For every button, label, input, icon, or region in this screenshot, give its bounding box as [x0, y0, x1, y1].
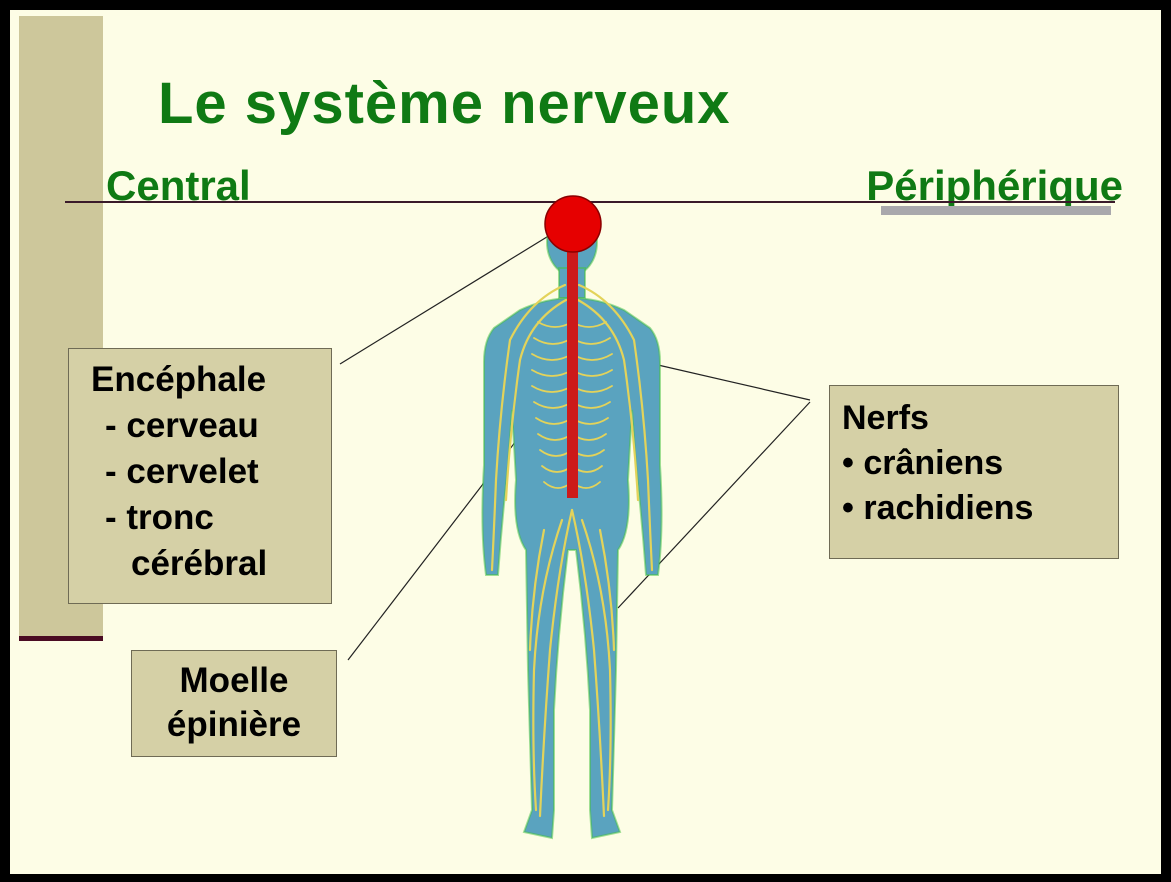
- encephale-item-tronc: - tronc: [91, 495, 331, 541]
- encephale-heading: Encéphale: [91, 357, 331, 403]
- brain: [545, 196, 601, 252]
- leader-line-nerfs-arm: [658, 365, 810, 400]
- nerfs-item-craniens: • crâniens: [842, 441, 1118, 486]
- nerfs-item-rachidiens: • rachidiens: [842, 486, 1118, 531]
- encephale-item-cerebral: cérébral: [91, 541, 331, 587]
- encephale-item-cerveau: - cerveau: [91, 403, 331, 449]
- moelle-line-1: Moelle: [132, 659, 336, 703]
- label-box-nerfs: Nerfs • crâniens • rachidiens: [829, 385, 1119, 559]
- moelle-line-2: épinière: [132, 703, 336, 747]
- encephale-item-cervelet: - cervelet: [91, 449, 331, 495]
- nerfs-heading: Nerfs: [842, 396, 1118, 441]
- spinal-cord: [567, 242, 578, 498]
- label-box-encephale: Encéphale - cerveau - cervelet - tronc c…: [68, 348, 332, 604]
- label-box-moelle: Moelle épinière: [131, 650, 337, 757]
- slide: Le système nerveux Central Périphérique: [10, 10, 1161, 874]
